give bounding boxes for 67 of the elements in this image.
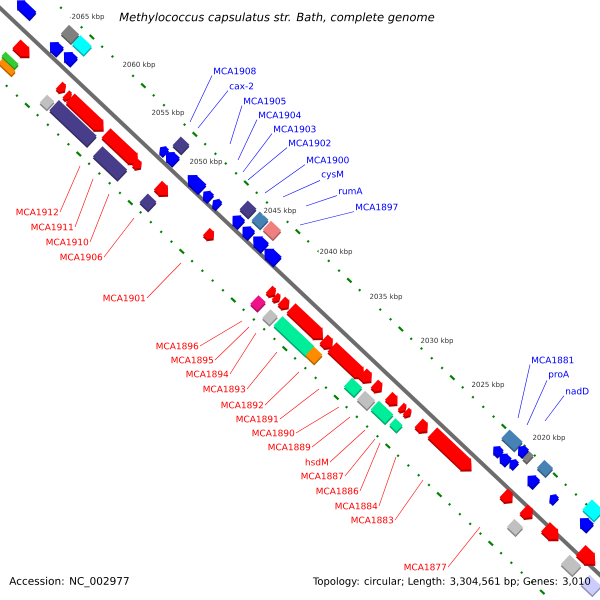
- leader-line: [264, 164, 306, 194]
- leader-line: [544, 395, 564, 422]
- gene-label: MCA1903: [274, 126, 316, 132]
- leader-line: [214, 326, 250, 360]
- leader-line: [238, 119, 258, 160]
- gene-label: MCA1886: [316, 488, 358, 494]
- leader-line: [344, 438, 376, 476]
- leader-line: [394, 480, 424, 520]
- gene-label: MCA1896: [156, 342, 198, 350]
- gene-label: proA: [549, 370, 570, 380]
- gene-label: MCA1890: [252, 430, 294, 436]
- leader-line: [242, 133, 272, 172]
- leader-line: [230, 105, 242, 144]
- leader-line: [90, 194, 110, 242]
- gene-label: MCA1894: [186, 370, 228, 378]
- leader-line: [74, 178, 94, 228]
- gene-label: MCA1910: [46, 238, 88, 246]
- gene-label: rumA: [339, 188, 362, 194]
- gene-label: MCA1895: [172, 356, 213, 364]
- leader-line: [526, 380, 548, 426]
- accession-text: Accession: NC_002977: [9, 576, 129, 588]
- leader-line: [296, 406, 340, 434]
- gene-label: MCA1900: [307, 156, 349, 164]
- leader-line: [282, 180, 320, 198]
- gene-label: MCA1908: [214, 68, 256, 74]
- gene-label: MCA1912: [16, 208, 58, 216]
- gene-label: MCA1906: [60, 254, 102, 260]
- leader-line: [300, 211, 354, 226]
- gene-label: MCA1905: [244, 98, 286, 104]
- leader-line: [230, 332, 256, 374]
- leader-line: [360, 442, 380, 492]
- leader-line: [264, 372, 300, 406]
- gene-label: MCA1877: [404, 564, 446, 570]
- leader-line: [198, 90, 228, 128]
- leader-line: [330, 430, 366, 462]
- gene-label: cysM: [322, 170, 344, 180]
- leader-line: [246, 352, 278, 390]
- leader-line: [200, 320, 242, 346]
- gene-label: MCA1911: [32, 224, 73, 230]
- leader-line: [280, 388, 320, 420]
- leader-line: [312, 416, 350, 448]
- leader-line: [248, 147, 288, 180]
- gene-label: cax-2: [230, 82, 254, 90]
- title: Methylococcus capsulatus str. Bath, complete genome: [120, 12, 434, 24]
- leader-line: [60, 166, 80, 212]
- genome-info-text: Topology: circular; Length: 3,304,561 bp; Genes: 3,010: [312, 577, 590, 587]
- leader-line: [378, 456, 396, 506]
- leader-line: [146, 262, 182, 298]
- gene-label: MCA1887: [302, 472, 344, 480]
- leader-line: [190, 75, 212, 122]
- gene-label: MCA1904: [259, 112, 301, 118]
- gene-label: MCA1891: [236, 416, 278, 422]
- gene-label: MCA1883: [352, 516, 394, 524]
- leader-line: [518, 364, 530, 418]
- gene-label: MCA1881: [532, 356, 574, 364]
- gene-label: MCA1902: [289, 140, 330, 146]
- gene-label: hsdM: [306, 458, 328, 466]
- gene-label: nadD: [566, 388, 589, 394]
- gene-label: MCA1892: [222, 402, 263, 408]
- gene-label: MCA1889: [268, 444, 310, 450]
- gene-label: MCA1897: [356, 204, 398, 210]
- leader-line: [104, 218, 134, 258]
- leader-line: [306, 195, 338, 206]
- leader-line: [448, 526, 480, 568]
- gene-label: MCA1884: [336, 502, 378, 510]
- gene-label: MCA1893: [204, 386, 246, 392]
- gene-label: MCA1901: [104, 294, 145, 302]
